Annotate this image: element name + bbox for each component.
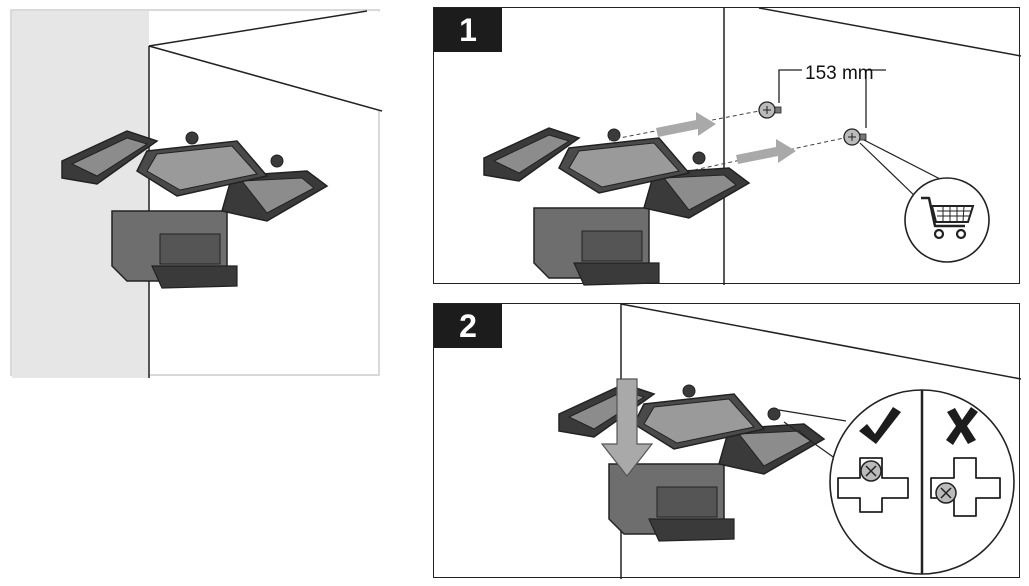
ceiling-line	[758, 7, 1022, 57]
mount-device	[483, 127, 751, 286]
step-number-badge: 2	[434, 304, 502, 348]
ceiling-line	[148, 10, 368, 47]
arrow-down	[600, 378, 654, 477]
keyhole-incorrect	[930, 457, 1001, 517]
step-1-panel: 1 153 mm	[433, 7, 1022, 286]
arrow-right-lower	[736, 139, 796, 164]
wall-shade	[12, 11, 149, 378]
dimension-bracket-left	[778, 69, 802, 103]
callout-line-b	[783, 421, 837, 460]
mount-device	[61, 130, 329, 289]
callout-line-b	[863, 139, 943, 181]
screw-upper	[758, 101, 782, 119]
step-number-badge: 1	[434, 8, 502, 52]
guide-line-upper	[608, 110, 760, 141]
check-icon	[859, 407, 901, 444]
keyhole-correct	[837, 457, 909, 513]
step-2-illustration	[558, 303, 1022, 579]
overview-panel	[10, 9, 383, 378]
wall-top-edge	[149, 11, 382, 111]
overview-illustration	[12, 10, 383, 378]
shopping-cart-icon	[921, 196, 975, 240]
mount-device	[558, 383, 826, 542]
cross-icon	[946, 407, 978, 445]
callout-line-a	[859, 142, 920, 201]
screw-lower	[843, 128, 867, 146]
callout-line-a	[778, 409, 847, 422]
dimension-label: 153 mm	[805, 63, 874, 84]
step-1-illustration	[483, 7, 1022, 286]
step-2-panel: 2	[433, 303, 1022, 579]
arrow-right-upper	[656, 112, 716, 137]
wall-top-line	[148, 45, 383, 112]
guide-line-lower	[693, 137, 845, 171]
ceiling-line	[620, 303, 1022, 380]
